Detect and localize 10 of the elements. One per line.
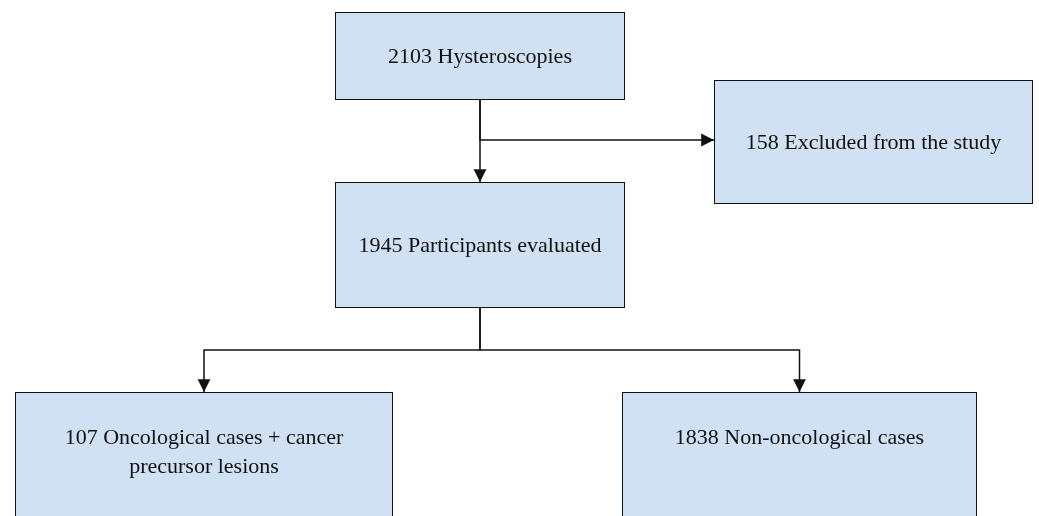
box-label: 1945 Participants evaluated bbox=[358, 230, 602, 259]
box-label: 1838 Non-oncological cases bbox=[674, 423, 925, 451]
process-box bbox=[335, 12, 625, 100]
process-box bbox=[15, 392, 393, 516]
box-label: 2103 Hysteroscopies bbox=[388, 41, 572, 70]
process-box bbox=[622, 392, 977, 516]
process-box bbox=[335, 182, 625, 308]
process-box bbox=[714, 80, 1033, 204]
box-label: 107 Oncological cases + cancer precursor lesions bbox=[63, 423, 345, 480]
box-label: 158 Excluded from the study bbox=[745, 127, 1002, 156]
